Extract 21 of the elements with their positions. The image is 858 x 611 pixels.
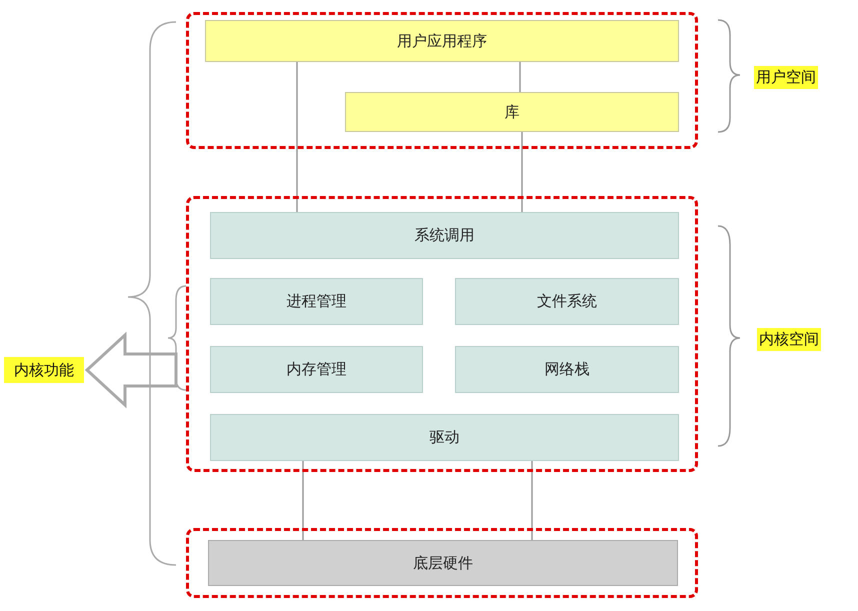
layer-box: 库 — [345, 92, 679, 132]
layer-box: 用户应用程序 — [205, 20, 679, 62]
dashed-group-box — [186, 196, 698, 472]
dashed-group-box — [186, 12, 698, 149]
layer-box: 文件系统 — [455, 278, 679, 325]
layer-box: 内存管理 — [210, 346, 423, 393]
connector-line — [296, 62, 298, 212]
layer-box: 底层硬件 — [208, 540, 678, 586]
hollow-arrow — [84, 332, 178, 408]
region-label: 内核空间 — [757, 328, 821, 350]
text-label: 内核功能 — [4, 357, 84, 383]
connector-line — [531, 461, 533, 540]
layer-box: 网络栈 — [455, 346, 679, 393]
layer-box: 系统调用 — [210, 212, 679, 259]
region-label: 用户空间 — [754, 66, 818, 88]
connector-line — [521, 132, 523, 212]
layer-box: 驱动 — [210, 414, 679, 461]
connector-line — [519, 62, 521, 92]
layer-box: 进程管理 — [210, 278, 423, 325]
dashed-group-box — [186, 528, 698, 598]
connector-line — [302, 461, 304, 540]
